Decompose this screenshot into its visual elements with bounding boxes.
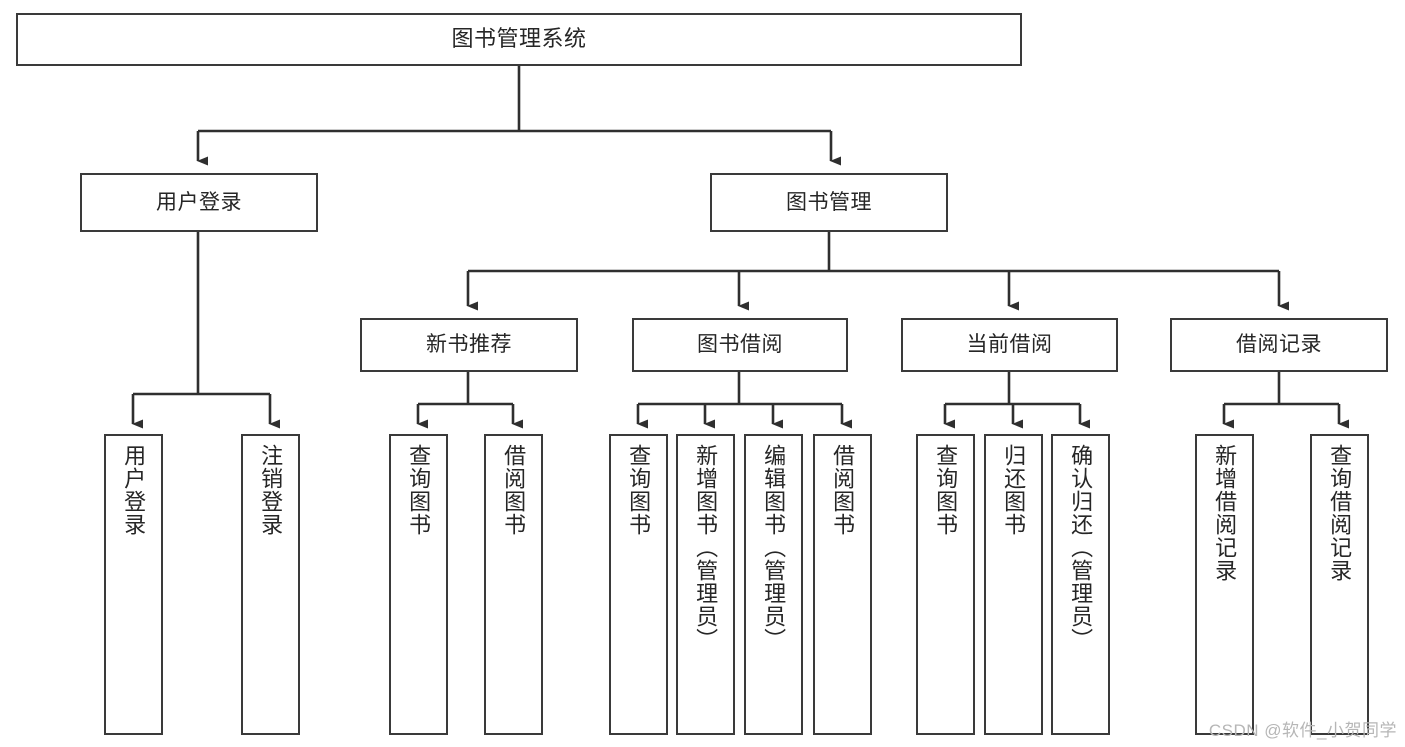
node-label: 图书借阅 [697, 333, 783, 357]
node-label: 查询图书 [406, 444, 432, 536]
leaf-borrow-book-1[interactable]: 借阅图书 [484, 434, 543, 735]
node-label: 借阅图书 [501, 444, 527, 536]
node-label: 当前借阅 [966, 333, 1053, 357]
watermark-text: CSDN @软件_小贺同学 [1208, 721, 1397, 740]
leaf-query-book-1[interactable]: 查询图书 [389, 434, 448, 735]
leaf-borrow-book-2[interactable]: 借阅图书 [813, 434, 872, 735]
leaf-user-login[interactable]: 用户登录 [104, 434, 163, 735]
node-label: 图书管理 [786, 190, 872, 214]
node-new-book-recommend[interactable]: 新书推荐 [360, 318, 578, 372]
node-root-system[interactable]: 图书管理系统 [16, 13, 1022, 66]
node-current-borrow[interactable]: 当前借阅 [901, 318, 1118, 372]
node-label: 编辑图书（管理员） [761, 444, 787, 651]
leaf-return-book[interactable]: 归还图书 [984, 434, 1043, 735]
leaf-edit-book[interactable]: 编辑图书（管理员） [744, 434, 803, 735]
node-label: 用户登录 [156, 190, 242, 214]
node-label: 归还图书 [1001, 444, 1027, 536]
leaf-confirm-return[interactable]: 确认归还（管理员） [1051, 434, 1110, 735]
node-label: 查询图书 [626, 444, 652, 536]
node-label: 查询借阅记录 [1327, 444, 1353, 582]
node-label: 新增图书（管理员） [693, 444, 719, 651]
node-label: 图书管理系统 [451, 26, 587, 52]
node-label: 注销登录 [258, 444, 284, 536]
leaf-query-book-3[interactable]: 查询图书 [916, 434, 975, 735]
leaf-add-record[interactable]: 新增借阅记录 [1195, 434, 1254, 735]
leaf-query-book-2[interactable]: 查询图书 [609, 434, 668, 735]
node-book-manage[interactable]: 图书管理 [710, 173, 948, 232]
node-label: 新书推荐 [426, 333, 512, 357]
leaf-add-book[interactable]: 新增图书（管理员） [676, 434, 735, 735]
node-book-borrow[interactable]: 图书借阅 [632, 318, 848, 372]
node-label: 借阅图书 [830, 444, 856, 536]
node-label: 查询图书 [933, 444, 959, 536]
node-label: 新增借阅记录 [1212, 444, 1238, 582]
node-label: 借阅记录 [1236, 333, 1322, 357]
node-label: 确认归还（管理员） [1068, 444, 1094, 651]
node-label: 用户登录 [121, 444, 147, 536]
leaf-user-logout[interactable]: 注销登录 [241, 434, 300, 735]
node-borrow-record[interactable]: 借阅记录 [1170, 318, 1388, 372]
leaf-query-record[interactable]: 查询借阅记录 [1310, 434, 1369, 735]
node-user-login[interactable]: 用户登录 [80, 173, 318, 232]
